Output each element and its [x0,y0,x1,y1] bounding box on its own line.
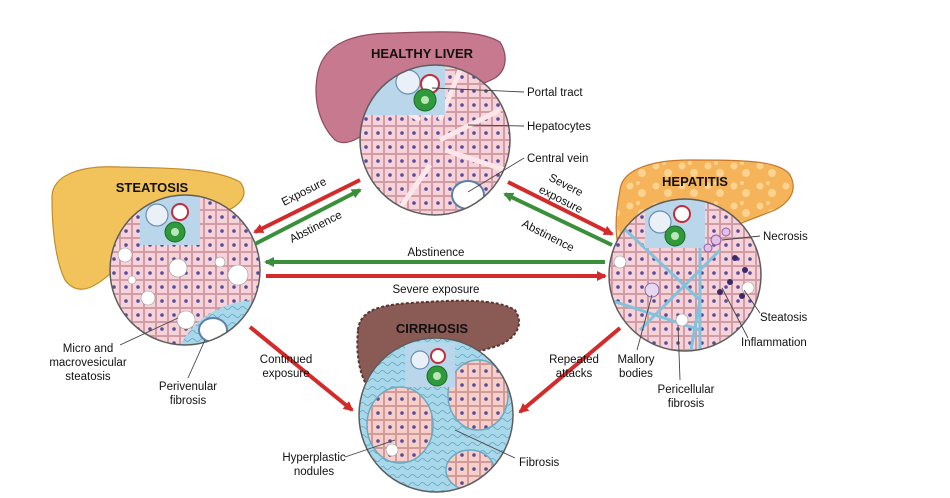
label-micro-macro-3: steatosis [65,371,111,383]
label-repeated-1: Repeated [549,354,599,366]
hepatitis-group: HEPATITIS Necrosis [608,159,808,410]
label-severe-exposure-mid: Severe exposure [393,284,480,296]
label-abstinence-mid: Abstinence [408,247,465,259]
label-micro-macro-1: Micro and [63,343,114,355]
label-hepatocytes: Hepatocytes [527,121,591,133]
label-steatosis-small: Steatosis [760,312,808,324]
hepatitis-title: HEPATITIS [662,174,728,189]
arrow-severe-exposure-to-hepatitis [507,180,614,236]
label-mallory-2: bodies [619,368,653,380]
label-pericellular-2: fibrosis [668,398,705,410]
cirrhosis-group: CIRRHOSIS Hyperplastic nodules Fibrosis [282,299,560,493]
arrow-repeated-attacks [518,326,622,414]
label-exposure: Exposure [280,176,329,209]
steatosis-group: STEATOSIS Micro and macrovesicular steat… [49,166,261,407]
hepatitis-micrograph [608,198,762,352]
label-hyperplastic-1: Hyperplastic [282,452,346,464]
label-hyperplastic-2: nodules [294,466,335,478]
arrow-abstinence-from-hepatitis [503,192,613,247]
label-perivenular-2: fibrosis [170,395,207,407]
steatosis-title: STEATOSIS [116,180,189,195]
healthy-liver-group: HEALTHY LIVER Portal tract Hepatocytes C… [315,31,591,216]
label-central-vein: Central vein [527,153,588,165]
label-continued-2: exposure [262,368,309,380]
arrow-continued-exposure [248,325,354,412]
healthy-liver-title: HEALTHY LIVER [371,46,474,61]
cirrhosis-micrograph [358,337,514,493]
label-portal-tract: Portal tract [527,87,583,99]
label-mallory-1: Mallory [617,354,654,366]
arrow-abstinence-to-healthy [254,188,362,246]
label-necrosis: Necrosis [763,231,808,243]
label-repeated-2: attacks [556,368,593,380]
label-micro-macro-2: macrovesicular [49,357,126,369]
label-continued-1: Continued [260,354,312,366]
steatosis-micrograph [109,194,261,346]
label-fibrosis: Fibrosis [519,457,560,469]
healthy-liver-micrograph [359,64,511,216]
label-inflammation: Inflammation [741,337,807,349]
label-pericellular-1: Pericellular [658,384,715,396]
cirrhosis-title: CIRRHOSIS [396,321,469,336]
arrow-exposure-to-steatosis [253,178,361,234]
label-perivenular-1: Perivenular [159,381,217,393]
